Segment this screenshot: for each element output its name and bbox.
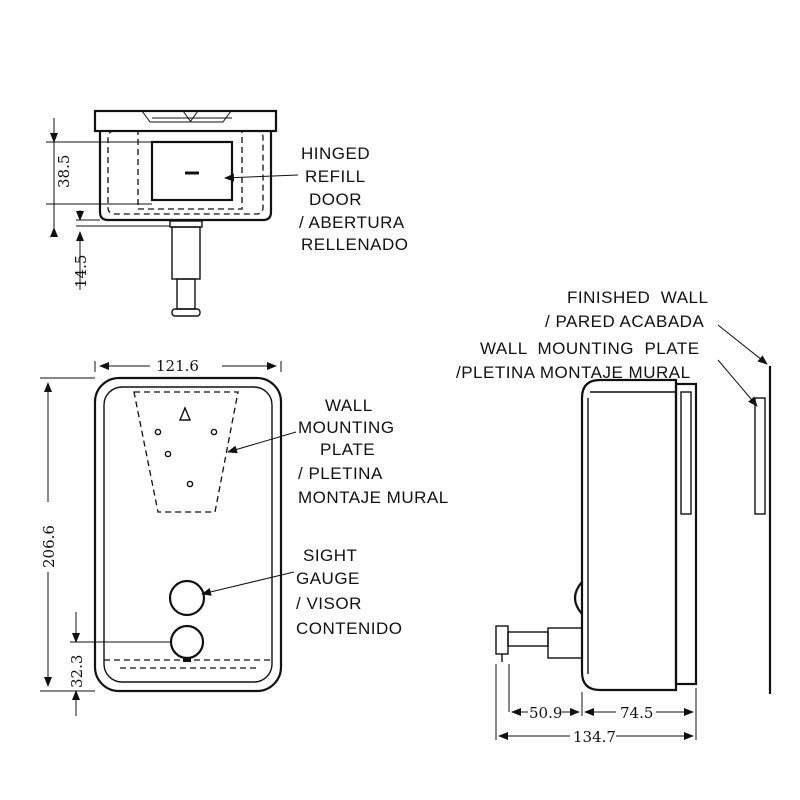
label-mounting-plate-line-3: PLATE (320, 440, 375, 459)
label-finished-wall: FINISHED WALL / PARED ACABADA (545, 288, 708, 331)
label-mounting-plate-line-1: WALL (325, 396, 373, 415)
label-mounting-plate-line-2: MOUNTING (298, 418, 395, 437)
label-refill-door-line-3: DOOR (309, 190, 362, 209)
mounting-plate-triangle-hole (178, 406, 192, 421)
label-sight-gauge: SIGHT GAUGE / VISOR CONTENIDO (296, 546, 403, 638)
side-view-body (580, 378, 678, 692)
dim-front-height: 206.6 (40, 525, 58, 568)
label-wall-plate-side-line-2: /PLETINA MONTAJE MURAL (456, 363, 691, 382)
side-view: 50.9 74.5 134.7 (495, 324, 772, 746)
dim-front-width: 121.6 (156, 357, 199, 375)
refill-door-leader (224, 173, 299, 182)
top-view-lid-lugs (141, 110, 232, 123)
label-wall-plate-side-line-1: WALL MOUNTING PLATE (480, 339, 700, 358)
front-view: 121.6 206.6 32.3 (40, 357, 297, 716)
mounting-plate-leader (227, 431, 297, 454)
top-view-inner-outline (107, 130, 264, 215)
dim-front-gauge-height: 32.3 (68, 655, 86, 688)
dim-top-valve-offset: 14.5 (72, 255, 90, 288)
label-mounting-plate: WALL MOUNTING PLATE / PLETINA MONTAJE MU… (298, 396, 449, 507)
label-refill-door-line-1: HINGED (301, 144, 370, 163)
side-view-sight-gauge (573, 581, 583, 615)
dim-side-total-depth: 134.7 (573, 728, 616, 746)
refill-door (150, 140, 234, 202)
side-view-valve-push (495, 625, 509, 655)
dim-side-body-depth: 74.5 (620, 704, 653, 722)
label-refill-door: HINGED REFILL DOOR / ABERTURA RELLENADO (299, 144, 408, 254)
label-mounting-plate-line-4: / PLETINA (298, 464, 383, 483)
side-view-wall-plate (674, 382, 698, 686)
front-view-body (93, 376, 283, 693)
label-finished-wall-line-1: FINISHED WALL (567, 288, 708, 307)
finished-wall-leader (717, 324, 768, 365)
label-refill-door-line-5: RELLENADO (301, 235, 408, 254)
dim-side-valve-projection: 50.9 (529, 704, 562, 722)
front-view-valve (169, 624, 205, 660)
wall-plate-leader (717, 359, 758, 407)
top-view-body (98, 131, 273, 222)
label-sight-gauge-line-2: GAUGE (296, 569, 360, 588)
label-sight-gauge-line-1: SIGHT (303, 546, 357, 565)
label-finished-wall-line-2: / PARED ACABADA (545, 312, 704, 331)
top-view-valve-body (171, 226, 201, 280)
label-sight-gauge-line-3: / VISOR (296, 594, 362, 613)
mounting-plate-outline (133, 391, 239, 513)
sight-gauge (168, 579, 206, 617)
dim-top-door-height: 38.5 (55, 155, 73, 188)
label-wall-plate-side: WALL MOUNTING PLATE /PLETINA MONTAJE MUR… (456, 339, 700, 382)
side-view-plate-section (754, 397, 766, 515)
label-refill-door-line-4: / ABERTURA (299, 213, 405, 232)
label-mounting-plate-line-5: MONTAJE MURAL (298, 488, 449, 507)
sight-gauge-leader (201, 571, 295, 596)
top-view-valve-push (171, 308, 201, 317)
side-view-valve-housing (547, 627, 583, 659)
label-refill-door-line-2: REFILL (305, 167, 366, 186)
top-view: 38.5 14.5 (46, 109, 299, 317)
label-sight-gauge-line-4: CONTENIDO (296, 619, 403, 638)
